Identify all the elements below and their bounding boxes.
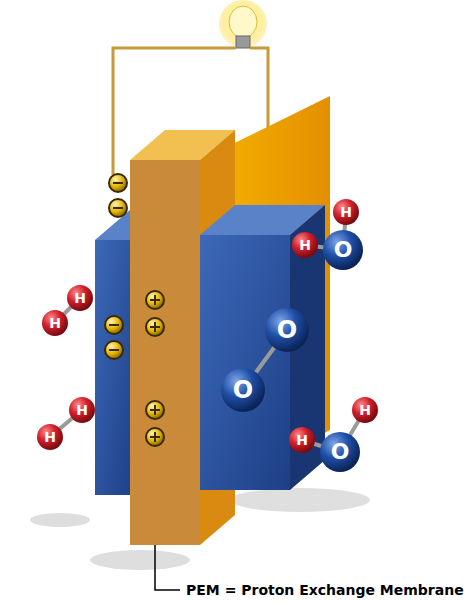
atom-letter: H [299, 238, 311, 252]
atom-letter: O [277, 318, 297, 342]
leader-line [155, 545, 180, 590]
atom-letter: H [44, 430, 56, 444]
atom-letter: H [296, 433, 308, 447]
electrons [105, 174, 127, 359]
atom-letter: O [233, 378, 253, 402]
caption-label: PEM = Proton Exchange Membrane [186, 583, 464, 597]
atom-letter: H [76, 403, 88, 417]
bonds [50, 212, 365, 452]
atom-letter: H [340, 205, 352, 219]
atom-letter: H [49, 316, 61, 330]
atoms [37, 199, 378, 472]
protons [146, 291, 164, 446]
cathode-plate [200, 205, 325, 490]
atom-letter: H [359, 403, 371, 417]
atom-letter: H [74, 291, 86, 305]
bulb [219, 0, 267, 48]
atom-letter: O [331, 441, 350, 463]
atom-letter: O [334, 239, 353, 261]
